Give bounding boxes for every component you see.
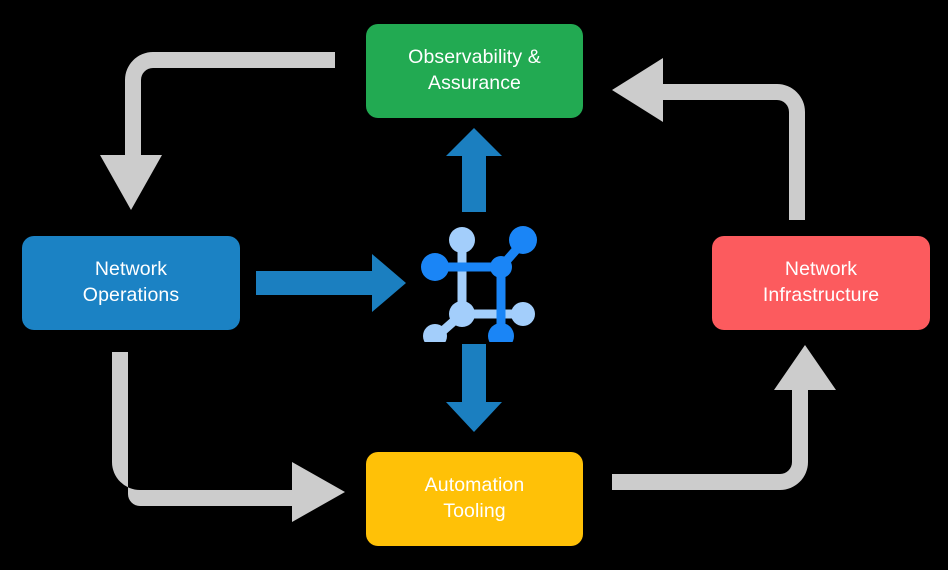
node-network-operations[interactable]: Network Operations [22, 236, 240, 330]
connector-hub-to-automation [446, 344, 502, 432]
node-network-infrastructure[interactable]: Network Infrastructure [712, 236, 930, 330]
connector-hub-to-observability [446, 128, 502, 212]
connector-observability-to-operations [100, 52, 335, 210]
node-automation-tooling[interactable]: Automation Tooling [366, 452, 583, 546]
connector-operations-to-automation [112, 352, 345, 522]
node-observability-assurance[interactable]: Observability & Assurance [366, 24, 583, 118]
topology-dark-nodes [421, 226, 537, 342]
connector-automation-to-infrastructure [612, 345, 836, 490]
connector-infrastructure-to-observability [612, 58, 805, 220]
network-topology-icon [421, 226, 537, 342]
connector-operations-to-hub [256, 254, 406, 312]
topology-light-nodes [423, 227, 535, 342]
